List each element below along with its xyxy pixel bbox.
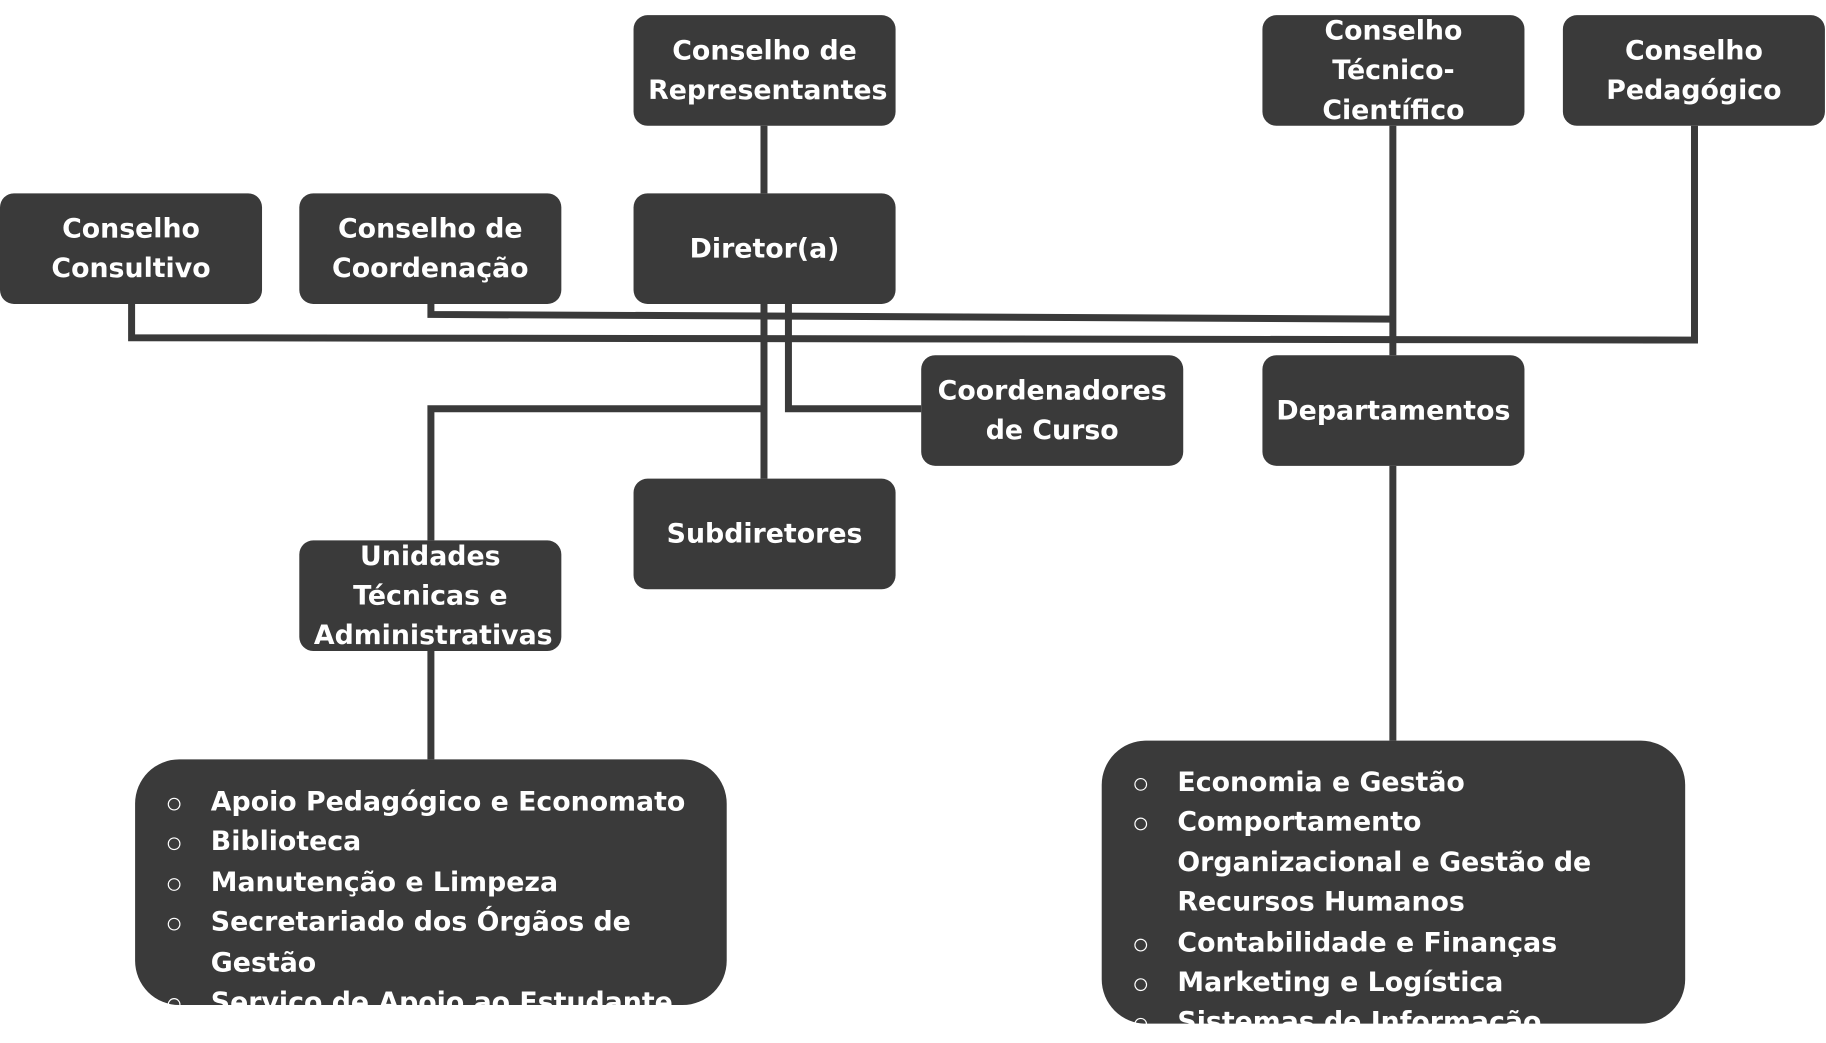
list-item: Contabilidade e Finanças [1102, 923, 1651, 963]
conselho-coordenacao-box: Conselho de Coordenação [299, 193, 562, 304]
unidades-tecnicas-box: Unidades Técnicas e Administrativas [299, 540, 562, 652]
conselho-consultivo-box: Conselho Consultivo [0, 193, 263, 304]
departamentos-list: Economia e Gestão Comportamento Organiza… [1102, 763, 1651, 1043]
list-item: Apoio Pedagógico e Economato [135, 783, 727, 823]
list-item: Serviço de Apoio ao Estudante [135, 983, 727, 1023]
unidades-tecnicas-label: Unidades Técnicas e Administrativas [313, 540, 553, 651]
diretor-label: Diretor(a) [689, 233, 840, 264]
connector-consultivo-pedagogico [128, 125, 1698, 344]
connector-diretor-unidades [427, 405, 764, 541]
subdiretores-box: Subdiretores [633, 478, 896, 590]
unidades-list: Apoio Pedagógico e Economato Biblioteca … [135, 783, 727, 1023]
diretor-box: Diretor(a) [633, 193, 896, 304]
conselho-representantes-box: Conselho de Representantes [633, 15, 896, 126]
departamentos-box: Departamentos [1262, 355, 1525, 466]
conselho-pedagogico-label: Conselho Pedagógico [1606, 35, 1782, 106]
list-item: Sistemas de Informação [1102, 1003, 1651, 1043]
subdiretores-label: Subdiretores [666, 518, 863, 550]
coordenadores-curso-label: Coordenadores de Curso [937, 375, 1167, 446]
conselho-coordenacao-label: Conselho de Coordenação [332, 213, 529, 284]
list-item: Economia e Gestão [1102, 763, 1651, 803]
connector-coordenacao-departamentos [427, 303, 1396, 323]
list-item: Manutenção e Limpeza [135, 863, 727, 903]
conselho-pedagogico-box: Conselho Pedagógico [1562, 15, 1825, 126]
conselho-representantes-label: Conselho de Representantes [648, 35, 888, 106]
list-item: Biblioteca [135, 823, 727, 863]
conselho-tecnico-cientifico-box: Conselho Técnico-Científico [1262, 15, 1525, 126]
list-item: Comportamento Organizacional e Gestão de… [1102, 803, 1651, 923]
list-item: Marketing e Logística [1102, 963, 1651, 1003]
departamentos-label: Departamentos [1276, 395, 1511, 426]
unidades-list-box: Apoio Pedagógico e Economato Biblioteca … [135, 759, 727, 1018]
list-item: Secretariado dos Órgãos de Gestão [135, 903, 727, 983]
conselho-consultivo-label: Conselho Consultivo [51, 213, 211, 284]
departamentos-list-box: Economia e Gestão Comportamento Organiza… [1101, 740, 1686, 1038]
coordenadores-curso-box: Coordenadores de Curso [921, 355, 1184, 466]
conselho-tecnico-cientifico-label: Conselho Técnico-Científico [1322, 15, 1465, 126]
